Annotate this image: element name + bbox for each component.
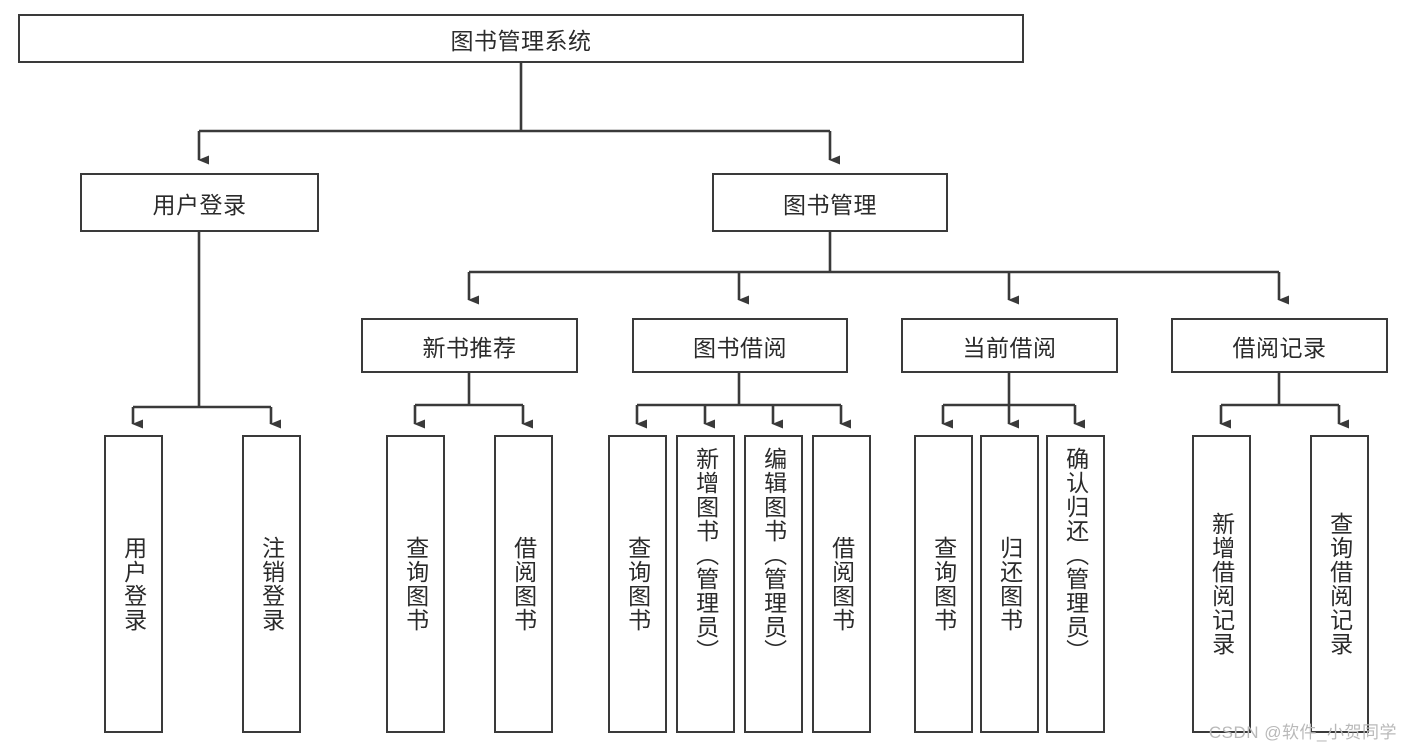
leaf-edit-book[interactable]: 编辑图书（管理员） xyxy=(744,435,803,733)
node-borrow-record-label: 借阅记录 xyxy=(1232,334,1327,361)
node-root[interactable]: 图书管理系统 xyxy=(18,14,1024,63)
leaf-edit-book-label: 编辑图书（管理员） xyxy=(760,447,787,663)
node-new-book-rec[interactable]: 新书推荐 xyxy=(361,318,578,373)
leaf-query-book-2-label: 查询图书 xyxy=(624,536,651,632)
leaf-query-book-3-label: 查询图书 xyxy=(930,536,957,632)
node-user-login-label: 用户登录 xyxy=(152,191,247,218)
node-user-login[interactable]: 用户登录 xyxy=(80,173,319,232)
leaf-confirm-return[interactable]: 确认归还（管理员） xyxy=(1046,435,1105,733)
leaf-user-login[interactable]: 用户登录 xyxy=(104,435,163,733)
leaf-borrow-book-1-label: 借阅图书 xyxy=(510,536,537,632)
leaf-borrow-book-1[interactable]: 借阅图书 xyxy=(494,435,553,733)
node-borrow-record[interactable]: 借阅记录 xyxy=(1171,318,1388,373)
leaf-query-book-1[interactable]: 查询图书 xyxy=(386,435,445,733)
watermark: CSDN @软件_小贺同学 xyxy=(1208,723,1397,742)
leaf-return-book[interactable]: 归还图书 xyxy=(980,435,1039,733)
leaf-return-book-label: 归还图书 xyxy=(996,536,1023,632)
leaf-add-record-label: 新增借阅记录 xyxy=(1208,512,1235,656)
leaf-user-logout-label: 注销登录 xyxy=(258,536,285,632)
leaf-borrow-book-2[interactable]: 借阅图书 xyxy=(812,435,871,733)
leaf-query-book-2[interactable]: 查询图书 xyxy=(608,435,667,733)
node-new-book-rec-label: 新书推荐 xyxy=(422,334,517,361)
leaf-add-book[interactable]: 新增图书（管理员） xyxy=(676,435,735,733)
node-book-borrow[interactable]: 图书借阅 xyxy=(632,318,848,373)
node-root-label: 图书管理系统 xyxy=(450,27,592,54)
node-book-manage-label: 图书管理 xyxy=(783,191,877,218)
leaf-query-record[interactable]: 查询借阅记录 xyxy=(1310,435,1369,733)
leaf-add-record[interactable]: 新增借阅记录 xyxy=(1192,435,1251,733)
leaf-query-record-label: 查询借阅记录 xyxy=(1326,512,1353,656)
node-current-borrow[interactable]: 当前借阅 xyxy=(901,318,1118,373)
leaf-query-book-3[interactable]: 查询图书 xyxy=(914,435,973,733)
node-book-borrow-label: 图书借阅 xyxy=(693,334,787,361)
node-current-borrow-label: 当前借阅 xyxy=(962,334,1057,361)
leaf-user-login-label: 用户登录 xyxy=(120,536,147,632)
node-book-manage[interactable]: 图书管理 xyxy=(712,173,948,232)
leaf-user-logout[interactable]: 注销登录 xyxy=(242,435,301,733)
leaf-query-book-1-label: 查询图书 xyxy=(402,536,429,632)
leaf-confirm-return-label: 确认归还（管理员） xyxy=(1062,447,1089,663)
leaf-add-book-label: 新增图书（管理员） xyxy=(692,447,719,663)
leaf-borrow-book-2-label: 借阅图书 xyxy=(828,536,855,632)
